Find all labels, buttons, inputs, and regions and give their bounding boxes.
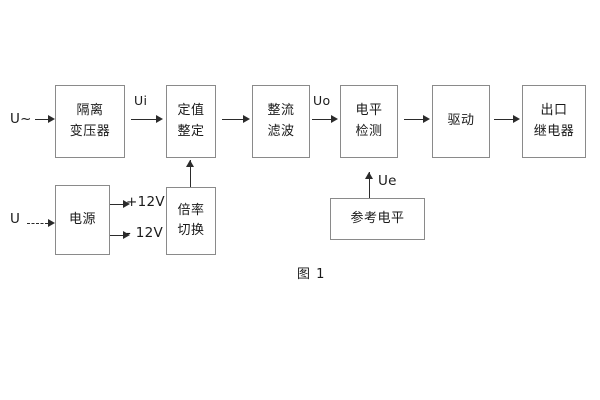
arrow-power-supply-negative-rail: [110, 231, 130, 240]
figure-caption: 图 1: [297, 267, 326, 282]
block-rectify-filter[interactable]: 整流 滤波: [252, 85, 310, 158]
block-level-detection-line1: 电平: [355, 103, 383, 119]
arrow-drive-to-output-relay: [494, 115, 520, 124]
ac-input-label: U~: [10, 111, 32, 127]
block-setting-value-line1: 定值: [177, 103, 205, 119]
block-reference-level[interactable]: 参考电平: [330, 198, 425, 240]
arrow-multiplier-switch-to-setting-value: [186, 160, 195, 187]
block-power-supply-line1: 电源: [68, 211, 96, 227]
arrow-reference-level-to-level-detection: [365, 172, 374, 198]
arrow-isolation-transformer-to-setting-value: [131, 115, 163, 124]
block-multiplier-switch-line2: 切换: [177, 223, 205, 238]
block-multiplier-switch-line1: 倍率: [177, 202, 205, 218]
block-reference-level-line1: 参考电平: [350, 210, 405, 226]
block-rectify-filter-line1: 整流: [267, 103, 295, 119]
arrow-rectify-filter-to-level-detection: [312, 115, 338, 124]
arrow-setting-value-to-rectify-filter: [222, 115, 250, 124]
dc-input-label: U: [10, 211, 21, 227]
block-setting-value-line2: 整定: [177, 123, 205, 139]
block-drive[interactable]: 驱动: [432, 85, 490, 158]
block-isolation-transformer[interactable]: 隔离 变压器: [55, 85, 125, 158]
arrow-level-detection-to-drive: [404, 115, 430, 124]
block-drive-line1: 驱动: [447, 113, 475, 129]
block-level-detection-line2: 检测: [355, 123, 383, 139]
block-isolation-transformer-line1: 隔离: [76, 103, 104, 119]
block-output-relay-line2: 继电器: [533, 123, 575, 139]
block-setting-value[interactable]: 定值 整定: [166, 85, 216, 158]
block-level-detection[interactable]: 电平 检测: [340, 85, 398, 158]
power-rail-positive-label: +12V: [126, 194, 165, 210]
block-isolation-transformer-line2: 变压器: [69, 123, 111, 139]
power-rail-negative-label: - 12V: [126, 225, 164, 241]
block-output-relay[interactable]: 出口 继电器: [522, 85, 586, 158]
block-multiplier-switch[interactable]: 倍率 切换: [166, 187, 216, 255]
arrow-dc-input-to-power-supply: [27, 219, 55, 228]
signal-label-ue: Ue: [378, 173, 397, 189]
signal-label-ui: Ui: [134, 93, 148, 108]
signal-label-uo: Uo: [313, 93, 331, 108]
arrow-ac-input-to-isolation-transformer: [35, 115, 55, 124]
block-rectify-filter-line2: 滤波: [267, 123, 295, 139]
block-output-relay-line1: 出口: [540, 103, 568, 119]
arrow-power-supply-positive-rail: [110, 200, 130, 209]
block-power-supply[interactable]: 电源: [55, 185, 110, 255]
